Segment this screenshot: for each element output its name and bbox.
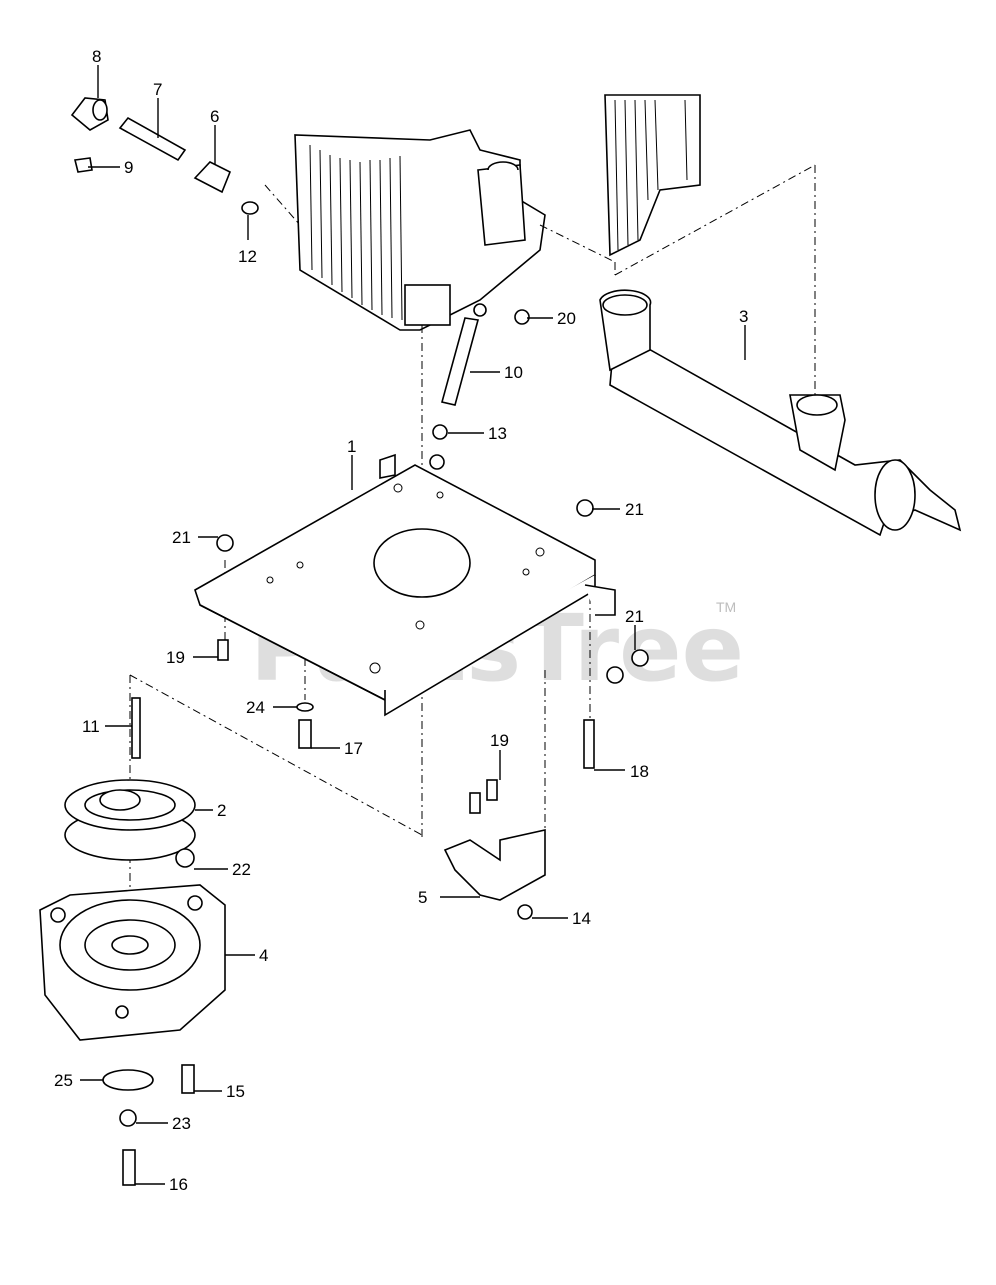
electric-clutch [39,848,226,1041]
callout-3: 3 [739,307,748,326]
callout-21-left: 21 [172,528,191,547]
callout-16: 16 [169,1175,188,1194]
callout-11: 11 [82,717,100,736]
callout-1: 1 [347,437,356,456]
callout-6: 6 [210,107,219,126]
mounting-plate [194,453,616,717]
callout-17: 17 [344,739,363,758]
bolts [119,639,595,1186]
callout-18: 18 [630,762,649,781]
callout-7: 7 [153,80,162,99]
callout-19-left: 19 [166,648,185,667]
key-part [131,697,141,759]
callout-numbers: 8 7 6 9 12 20 3 10 13 1 21 21 21 19 24 1… [54,47,748,1194]
callout-21-top-right: 21 [625,500,644,519]
callout-25: 25 [54,1071,73,1090]
callout-9: 9 [124,158,133,177]
watermark-trademark: TM [716,599,736,615]
muffler [599,289,962,537]
callout-23: 23 [172,1114,191,1133]
callout-8: 8 [92,47,101,66]
callout-24: 24 [246,698,265,717]
callout-13: 13 [488,424,507,443]
engine-block [294,129,546,331]
small-hardware [216,303,649,684]
engine-shroud-right [604,94,701,257]
callout-19-bracket: 19 [490,731,509,750]
oil-drain-fittings [70,97,259,215]
leader-lines [80,65,746,1185]
callout-2: 2 [217,801,226,820]
callout-10: 10 [504,363,523,382]
washer-part [102,1069,154,1091]
pulley [64,779,196,861]
callout-15: 15 [226,1082,245,1101]
callout-22: 22 [232,860,251,879]
callout-5: 5 [418,888,427,907]
bracket [443,829,546,920]
callout-12: 12 [238,247,257,266]
callout-4: 4 [259,946,268,965]
callout-21-bottom-right: 21 [625,607,644,626]
callout-14: 14 [572,909,591,928]
callout-20: 20 [557,309,576,328]
